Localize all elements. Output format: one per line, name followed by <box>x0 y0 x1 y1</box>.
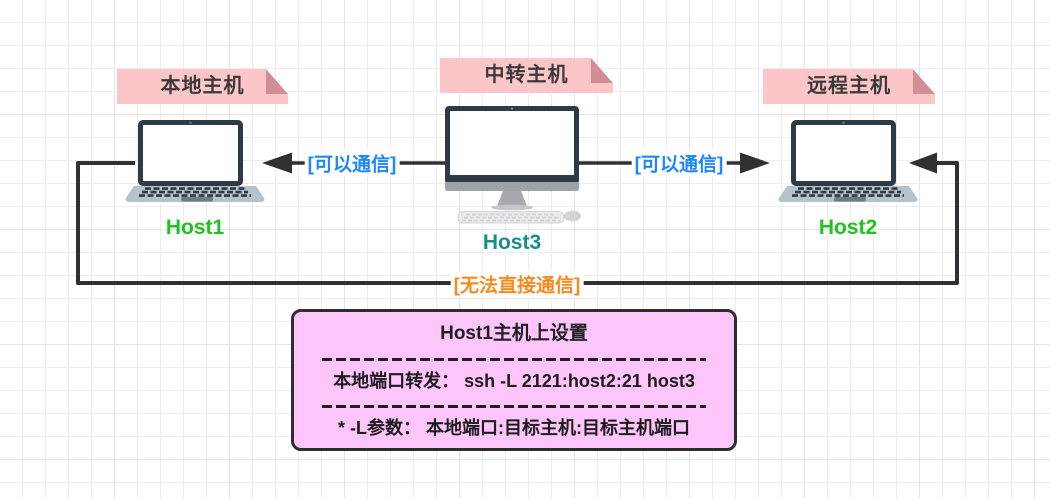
host1-name: Host1 <box>165 216 225 239</box>
edge-label-relay-remote: [可以通信] <box>631 149 727 177</box>
note-local-label: 本地主机 <box>160 75 245 97</box>
arrowhead-to-remote <box>740 152 770 174</box>
note-relay-host: 中转主机 <box>440 58 613 93</box>
desktop-icon <box>445 106 581 224</box>
config-row-l-param-note: * -L参数： 本地端口:目标主机:目标主机端口 <box>338 418 690 438</box>
config-box-title: Host1主机上设置 <box>440 323 588 344</box>
config-row-forward-command: 本地端口转发： ssh -L 2121:host2:21 host3 <box>333 371 695 391</box>
note-relay-label: 中转主机 <box>484 64 569 86</box>
config-box: Host1主机上设置 本地端口转发： ssh -L 2121:host2:21 … <box>291 309 737 451</box>
note-remote-host: 远程主机 <box>763 69 935 104</box>
laptop-icon <box>778 120 918 202</box>
dashed-separator <box>322 405 706 408</box>
laptop-icon <box>125 120 265 202</box>
edge-label-relay-local: [可以通信] <box>304 149 400 177</box>
arrowhead-to-local <box>262 152 292 174</box>
edge-label-local-remote: [无法直接通信] <box>450 270 584 298</box>
host3-name: Host3 <box>482 231 542 254</box>
note-remote-label: 远程主机 <box>807 75 891 97</box>
note-local-host: 本地主机 <box>117 69 288 104</box>
host2-name: Host2 <box>818 216 878 239</box>
dashed-separator <box>322 358 706 361</box>
arrowhead-loop-to-remote <box>909 152 937 174</box>
